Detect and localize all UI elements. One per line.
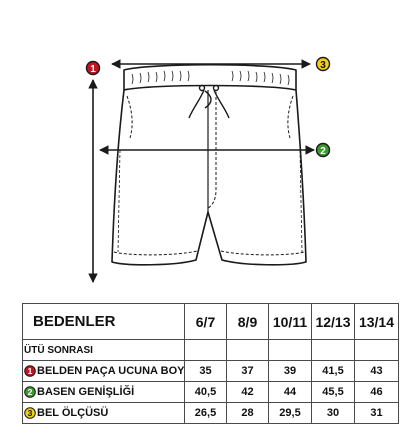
table-cell: 29,5: [268, 402, 312, 424]
row-label: BASEN GENİŞLİĞİ: [37, 386, 135, 398]
size-header: 10/11: [268, 303, 312, 340]
marker-3-waist: 3: [315, 56, 331, 72]
marker-3-icon: 3: [24, 407, 36, 419]
table-cell: 45,5: [311, 381, 355, 403]
marker-1-icon: 1: [24, 365, 36, 377]
table-header-row: BEDENLER 6/7 8/9 10/11 12/13 13/14: [22, 303, 399, 340]
table-cell: 41,5: [311, 360, 355, 382]
table-cell: 43: [354, 360, 399, 382]
marker-2-hip: 2: [315, 142, 331, 158]
marker-2-icon: 2: [24, 386, 36, 398]
shorts-outline: [111, 63, 307, 266]
table-cell: 44: [268, 381, 312, 403]
table-cell: 31: [354, 402, 399, 424]
svg-text:2: 2: [28, 387, 33, 397]
size-header: 12/13: [311, 303, 355, 340]
table-note-row: ÜTÜ SONRASI: [22, 339, 399, 361]
table-cell: 26,5: [184, 402, 227, 424]
table-cell: 37: [226, 360, 269, 382]
table-row: 1 BELDEN PAÇA UCUNA BOY 35 37 39 41,5 43: [22, 360, 399, 382]
table-row: 2 BASEN GENİŞLİĞİ 40,5 42 44 45,5 46: [22, 381, 399, 403]
table-cell: 46: [354, 381, 399, 403]
size-header: 13/14: [354, 303, 399, 340]
size-header: 8/9: [226, 303, 269, 340]
shorts-measurement-diagram: 1 2 3: [85, 56, 331, 283]
svg-text:1: 1: [90, 64, 96, 75]
svg-text:1: 1: [28, 366, 33, 376]
table-cell: 30: [311, 402, 355, 424]
table-cell: 39: [268, 360, 312, 382]
after-ironing-note: ÜTÜ SONRASI: [22, 339, 185, 361]
table-title: BEDENLER: [22, 303, 185, 340]
table-cell: 35: [184, 360, 227, 382]
table-cell: 42: [226, 381, 269, 403]
drawstring: [188, 84, 230, 119]
row-label: BEL ÖLÇÜSÜ: [37, 407, 109, 419]
table-row: 3 BEL ÖLÇÜSÜ 26,5 28 29,5 30 31: [22, 402, 399, 424]
row-label: BELDEN PAÇA UCUNA BOY: [37, 365, 185, 377]
svg-text:3: 3: [28, 408, 33, 418]
table-cell: 28: [226, 402, 269, 424]
size-header: 6/7: [184, 303, 227, 340]
svg-text:2: 2: [320, 146, 326, 157]
table-cell: 40,5: [184, 381, 227, 403]
size-chart-table: BEDENLER 6/7 8/9 10/11 12/13 13/14 ÜTÜ S…: [22, 303, 399, 424]
svg-text:3: 3: [320, 60, 326, 71]
marker-1-length: 1: [85, 60, 101, 76]
